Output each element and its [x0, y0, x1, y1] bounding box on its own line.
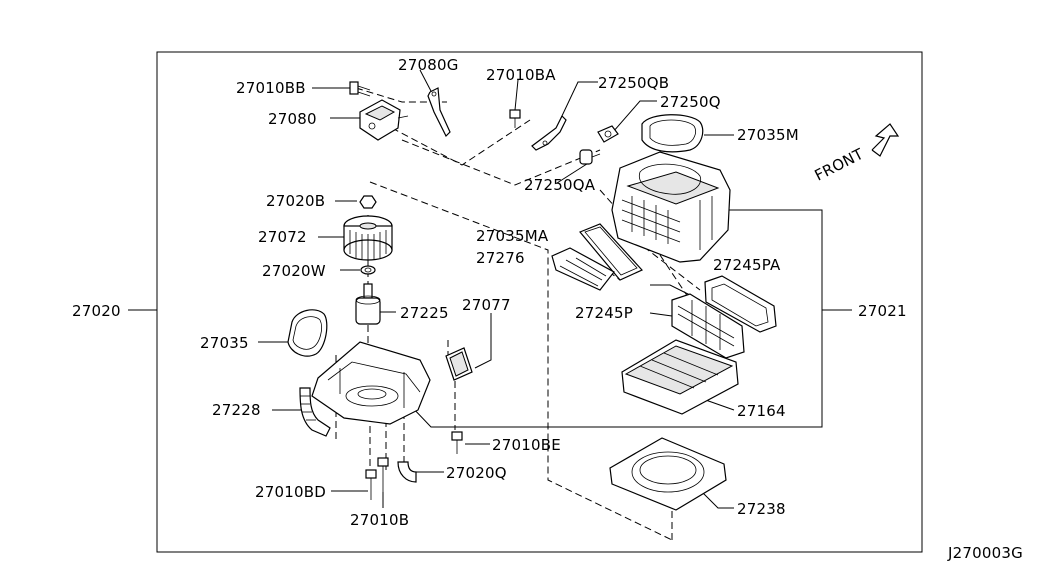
label-27020: 27020	[72, 302, 121, 320]
label-27250q: 27250Q	[660, 93, 721, 111]
label-27077: 27077	[462, 296, 511, 314]
label-27020w: 27020W	[262, 262, 326, 280]
bolt-27010bb-drawing	[349, 81, 371, 97]
screw-27010bd-drawing	[365, 469, 377, 500]
lever-27250qa-drawing	[579, 149, 601, 165]
screw-27010b-drawing	[377, 457, 389, 492]
label-27021: 27021	[858, 302, 907, 320]
label-27035: 27035	[200, 334, 249, 352]
tray-27238-drawing	[609, 437, 727, 511]
label-27276: 27276	[476, 249, 525, 267]
bracket-27080g-drawing	[427, 87, 451, 138]
part-labels: 27010BB 27080G 27010BA 27250QB 27080 272…	[72, 56, 907, 529]
label-27010b: 27010B	[350, 511, 409, 529]
resistor-27077-drawing	[445, 347, 473, 381]
label-27080g: 27080G	[398, 56, 459, 74]
label-27010bd: 27010BD	[255, 483, 326, 501]
clip-27250q-drawing	[597, 125, 619, 143]
label-27020q: 27020Q	[446, 464, 507, 482]
hose-27228-drawing	[299, 387, 331, 437]
seal-27035m-drawing	[641, 114, 704, 153]
label-27245p: 27245P	[575, 304, 633, 322]
nut-27020b-drawing	[359, 195, 377, 209]
motor-27225-drawing	[355, 283, 381, 325]
label-27164: 27164	[737, 402, 786, 420]
label-27250qa: 27250QA	[524, 176, 596, 194]
label-27010be: 27010BE	[492, 436, 561, 454]
label-27250qb: 27250QB	[598, 74, 669, 92]
actuator-27080-drawing	[359, 99, 409, 141]
label-27245pa: 27245PA	[713, 256, 781, 274]
label-27080: 27080	[268, 110, 317, 128]
screw-27010ba-drawing	[509, 109, 521, 128]
frame-27276-drawing	[551, 247, 615, 291]
label-27035m: 27035M	[737, 126, 799, 144]
front-label: FRONT	[812, 145, 867, 185]
figure-code: J270003G	[947, 544, 1023, 562]
label-27072: 27072	[258, 228, 307, 246]
link-27250qb-drawing	[531, 115, 567, 151]
clip-27020q-drawing	[397, 461, 417, 483]
front-arrow-icon	[871, 123, 900, 157]
grille-27245pa-drawing	[704, 275, 777, 333]
label-27035ma: 27035MA	[476, 227, 549, 245]
grille-27245p-drawing	[671, 293, 745, 359]
screw-27010be-drawing	[451, 431, 463, 454]
blower-housing-drawing	[311, 341, 431, 425]
leader-lines	[128, 69, 852, 509]
seal-27035-drawing	[287, 309, 328, 357]
washer-27020w-drawing	[360, 265, 376, 275]
label-27238: 27238	[737, 500, 786, 518]
label-27225: 27225	[400, 304, 449, 322]
label-27010ba: 27010BA	[486, 66, 556, 84]
intake-case-27021-drawing	[611, 151, 731, 263]
filter-27164-drawing	[621, 339, 739, 415]
fan-27072-drawing	[343, 215, 393, 261]
label-27010bb: 27010BB	[236, 79, 306, 97]
label-27228: 27228	[212, 401, 261, 419]
label-27020b: 27020B	[266, 192, 325, 210]
seal-27035ma-drawing	[579, 223, 643, 281]
diagram-frame	[156, 51, 923, 553]
